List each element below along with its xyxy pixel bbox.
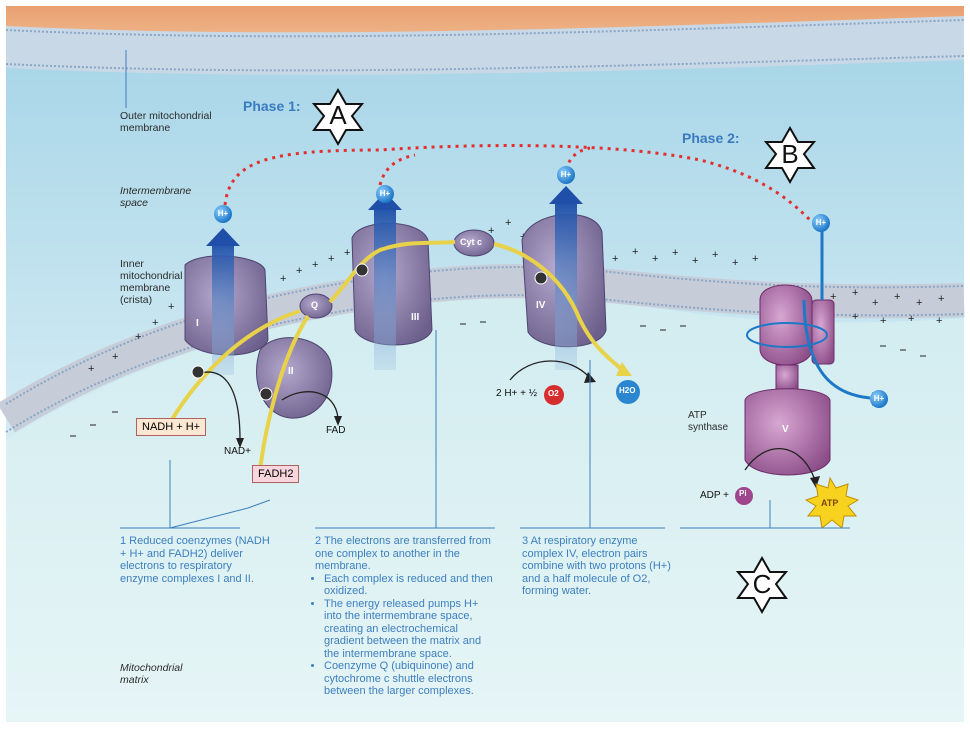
- svg-text:+: +: [672, 247, 678, 259]
- complex-ii: [256, 337, 333, 419]
- h2o-label: H2O: [619, 386, 636, 395]
- caption-step2-bullet: The energy released pumps H+ into the in…: [324, 598, 495, 661]
- water-equation-label: 2 H+ + ½: [496, 388, 538, 399]
- proton-gradient-path: [223, 144, 812, 222]
- caption-step2-bullets: Each complex is reduced and then oxidize…: [315, 573, 495, 698]
- caption-step2: 2 The electrons are transferred from one…: [315, 535, 495, 698]
- svg-text:+: +: [732, 257, 738, 269]
- phosphate-circle: [735, 487, 753, 505]
- svg-text:+: +: [916, 297, 922, 309]
- caption-step2-main: 2 The electrons are transferred from one…: [315, 535, 491, 572]
- coenzyme-q: [299, 293, 333, 319]
- atp-synthase-label: ATP synthase: [688, 410, 729, 433]
- svg-text:+: +: [505, 217, 511, 229]
- svg-text:+: +: [752, 253, 758, 265]
- fadh2-box: FADH2: [252, 465, 300, 483]
- svg-text:+: +: [296, 265, 302, 277]
- phase2-label: Phase 2:: [682, 130, 740, 146]
- intermembrane-space-label: Intermembrane space: [120, 185, 192, 209]
- phase1-label: Phase 1:: [243, 98, 301, 114]
- leader-lines: [120, 50, 850, 529]
- svg-text:+: +: [908, 313, 914, 325]
- q-label: Q: [311, 300, 319, 310]
- atp-label: ATP: [821, 498, 839, 508]
- svg-text:+: +: [880, 315, 886, 327]
- matrix-label: Mitochondrial matrix: [120, 662, 183, 686]
- svg-text:+: +: [152, 317, 158, 329]
- svg-text:+: +: [612, 253, 618, 265]
- svg-text:+: +: [88, 363, 94, 375]
- proton-badge: H+: [214, 205, 232, 223]
- caption-step1: 1 Reduced coenzymes (NADH + H+ and FADH2…: [120, 535, 270, 585]
- svg-text:+: +: [344, 247, 350, 259]
- o2-label: O2: [548, 389, 559, 398]
- outer-membrane-bilayer: [6, 16, 964, 75]
- svg-text:+: +: [872, 297, 878, 309]
- svg-text:+: +: [135, 331, 141, 343]
- proton-badge: H+: [376, 185, 394, 203]
- complex-iii-label: III: [411, 312, 420, 323]
- fad-label: FAD: [326, 425, 346, 436]
- nad-label: NAD+: [224, 446, 251, 457]
- cytc-label: Cyt c: [460, 237, 483, 247]
- svg-text:+: +: [938, 293, 944, 305]
- complex-v-label: V: [782, 424, 789, 435]
- proton-badge: H+: [557, 166, 575, 184]
- svg-text:+: +: [652, 253, 658, 265]
- svg-text:+: +: [632, 246, 638, 258]
- proton-badge: H+: [870, 390, 888, 408]
- pi-label: Pi: [739, 489, 747, 498]
- svg-text:+: +: [692, 255, 698, 267]
- atp-synthase: [744, 230, 882, 476]
- svg-text:+: +: [488, 225, 494, 237]
- water-molecule: [616, 380, 640, 404]
- electron-markers: [191, 263, 548, 401]
- svg-text:+: +: [168, 301, 174, 313]
- complex-i: [184, 228, 269, 375]
- star-b-letter: B: [781, 139, 799, 169]
- svg-text:+: +: [894, 291, 900, 303]
- positive-charges: +++++ +++++ +++ ++++++++ ++++++ ++++: [88, 217, 944, 375]
- atp-starburst: [804, 476, 860, 529]
- complex-i-label: I: [196, 318, 199, 329]
- inner-membrane-label: Inner mitochondrial membrane (crista): [120, 258, 183, 306]
- star-c-letter: C: [752, 569, 772, 599]
- star-markers: [311, 87, 817, 615]
- outer-membrane-label: Outer mitochondrial membrane: [120, 110, 212, 134]
- nadh-box: NADH + H+: [136, 418, 207, 436]
- svg-text:+: +: [852, 311, 858, 323]
- svg-text:+: +: [328, 253, 334, 265]
- caption-step2-bullet: Coenzyme Q (ubiquinone) and cytochrome c…: [324, 660, 495, 698]
- svg-text:+: +: [112, 351, 118, 363]
- complex-iv-label: IV: [536, 300, 546, 311]
- oxygen-molecule: [544, 385, 564, 405]
- svg-text:+: +: [712, 249, 718, 261]
- electron-path: [166, 309, 301, 428]
- caption-step2-bullet: Each complex is reduced and then oxidize…: [324, 573, 495, 598]
- svg-text:+: +: [312, 259, 318, 271]
- star-a-letter: A: [329, 100, 347, 130]
- adp-label: ADP +: [700, 490, 729, 501]
- complex-iv: [521, 186, 607, 370]
- svg-text:+: +: [280, 273, 286, 285]
- svg-text:+: +: [936, 315, 942, 327]
- svg-text:+: +: [830, 291, 836, 303]
- complex-ii-label: II: [288, 366, 294, 377]
- svg-text:+: +: [852, 287, 858, 299]
- proton-badge: H+: [812, 214, 830, 232]
- caption-step3: 3 At respiratory enzyme complex IV, elec…: [522, 535, 671, 597]
